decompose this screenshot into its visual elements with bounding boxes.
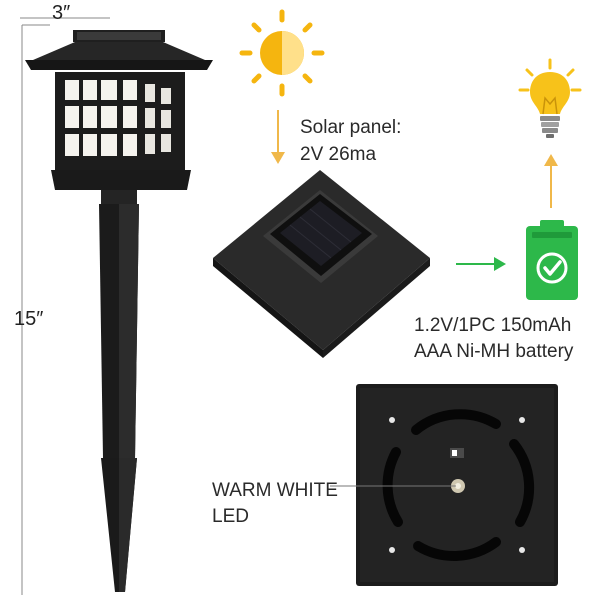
battery-icon (526, 220, 578, 300)
sun-icon (239, 9, 325, 97)
width-dimension-label: 3″ (52, 2, 71, 24)
solar-panel-title: Solar panel: (300, 117, 402, 138)
battery-spec-line1: 1.2V/1PC 150mAh (414, 315, 572, 336)
light-bottom-view (356, 384, 558, 586)
led-label-line1: WARM WHITE (212, 480, 338, 501)
arrow-right-icon (456, 257, 506, 271)
height-dimension-label: 15″ (14, 308, 44, 330)
arrow-up-icon (544, 154, 558, 208)
led-leader-line (330, 485, 456, 487)
arrow-down-icon (271, 110, 285, 164)
checkmark-icon (536, 252, 568, 284)
solar-panel-top (213, 170, 430, 358)
led-label-line2: LED (212, 506, 249, 527)
light-bulb-icon (518, 58, 582, 138)
battery-spec-line2: AAA Ni-MH battery (414, 341, 574, 362)
solar-panel-spec: 2V 26ma (300, 144, 377, 165)
lantern-stake-light (25, 30, 213, 592)
